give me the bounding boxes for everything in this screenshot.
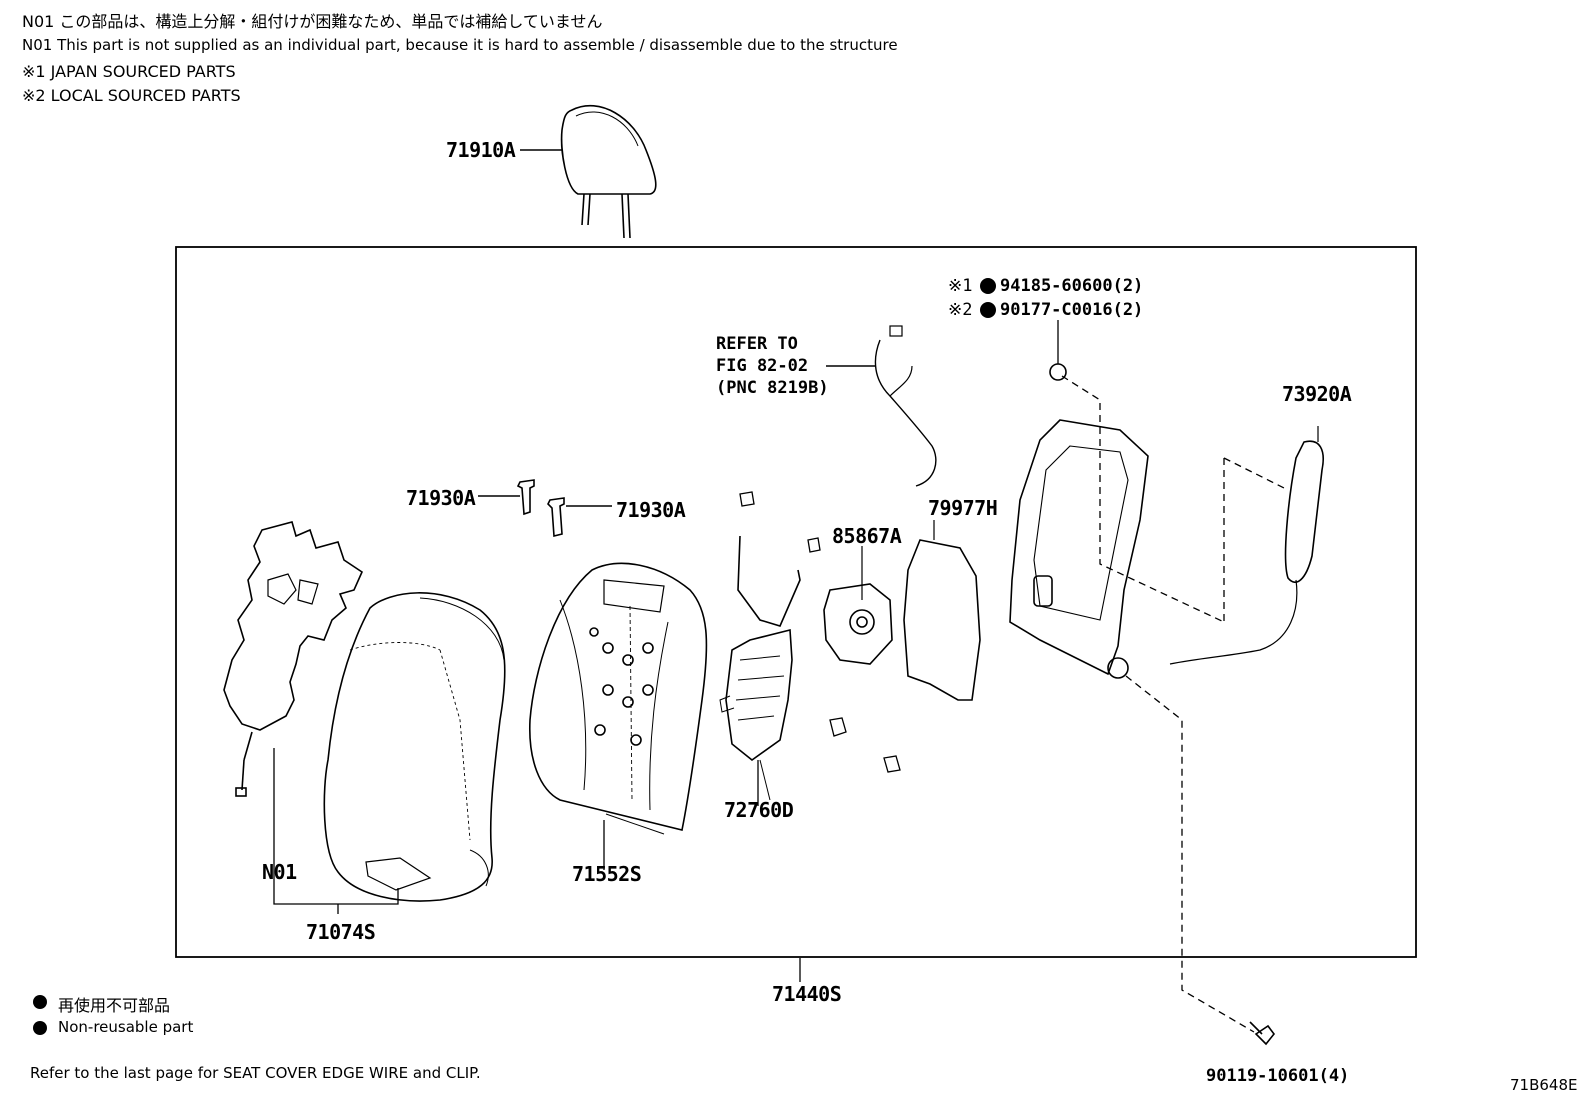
label-trim: 73920A bbox=[1282, 382, 1352, 406]
headrest-guides bbox=[478, 479, 612, 538]
seat-back-cover bbox=[323, 592, 506, 902]
nut1-bullet bbox=[980, 278, 996, 294]
refer-line2: FIG 82-02 bbox=[716, 356, 809, 376]
nut2-mark: ※2 bbox=[948, 300, 973, 320]
label-n01: N01 bbox=[262, 860, 297, 884]
note-local-sourced: ※2 LOCAL SOURCED PARTS bbox=[22, 86, 241, 105]
nut1-mark: ※1 bbox=[948, 276, 973, 296]
dashed-leaders bbox=[1061, 375, 1289, 1033]
assembly-frame-box bbox=[175, 246, 1417, 958]
legend-bullet-jp bbox=[33, 995, 47, 1009]
seat-back-frame bbox=[1009, 363, 1149, 679]
label-nut1: 94185-60600(2) bbox=[1000, 276, 1144, 296]
note-n01-english: N01 This part is not supplied as an indi… bbox=[22, 36, 898, 54]
label-bolt: 90119-10601(4) bbox=[1206, 1066, 1350, 1086]
note-n01-japanese: N01 この部品は、構造上分解・組付けが困難なため、単品では補給していません bbox=[22, 12, 603, 31]
wire-harness bbox=[826, 325, 937, 487]
note-japan-sourced: ※1 JAPAN SOURCED PARTS bbox=[22, 62, 236, 81]
legend-bullet-en bbox=[33, 1021, 47, 1035]
label-cover: 71074S bbox=[306, 920, 376, 944]
label-guide-right: 71930A bbox=[616, 498, 686, 522]
refer-line1: REFER TO bbox=[716, 334, 798, 354]
seat-back-board bbox=[903, 520, 981, 701]
nut2-bullet bbox=[980, 302, 996, 318]
illustration-code: 71B648E bbox=[1510, 1076, 1578, 1094]
legend-text-jp: 再使用不可部品 bbox=[58, 996, 171, 1015]
label-guide-left: 71930A bbox=[406, 486, 476, 510]
refer-line3: (PNC 8219B) bbox=[716, 378, 829, 398]
bolt-part bbox=[1249, 1021, 1276, 1046]
label-headrest: 71910A bbox=[446, 138, 516, 162]
label-assembly: 71440S bbox=[772, 982, 842, 1006]
seat-back-pad bbox=[529, 562, 708, 835]
seat-spring-assembly bbox=[719, 491, 901, 801]
leader-lines bbox=[273, 320, 1059, 982]
side-airbag-trim bbox=[1169, 426, 1324, 665]
footer-refer-note: Refer to the last page for SEAT COVER ED… bbox=[30, 1064, 481, 1082]
label-board: 79977H bbox=[928, 496, 998, 520]
label-spring: 72760D bbox=[724, 798, 794, 822]
legend-text-en: Non-reusable part bbox=[58, 1018, 194, 1036]
label-pad: 71552S bbox=[572, 862, 642, 886]
seat-heater-mat bbox=[223, 521, 364, 797]
lumbar-support bbox=[823, 546, 893, 665]
label-nut2: 90177-C0016(2) bbox=[1000, 300, 1144, 320]
label-lumbar: 85867A bbox=[832, 524, 902, 548]
headrest-part bbox=[520, 104, 657, 239]
